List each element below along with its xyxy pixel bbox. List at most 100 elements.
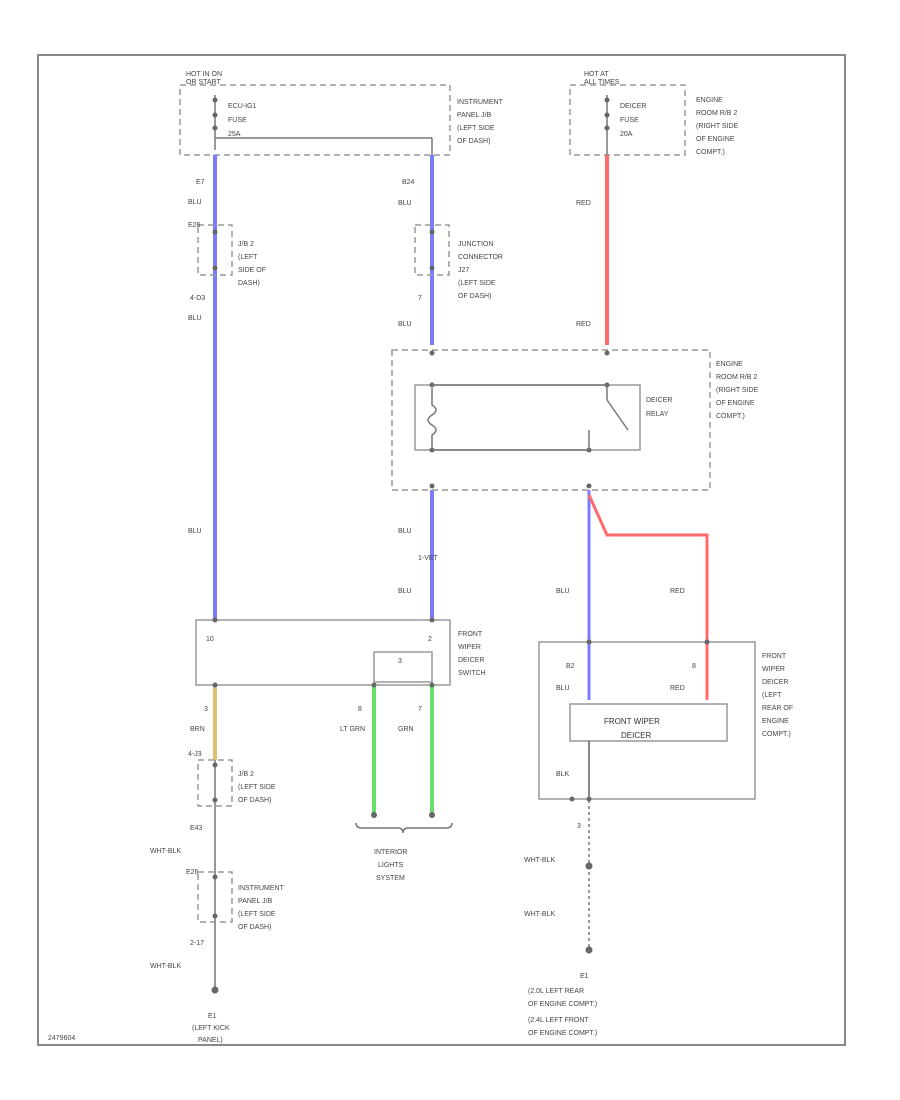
- svg-text:BLU: BLU: [398, 200, 412, 207]
- svg-text:RED: RED: [576, 200, 591, 207]
- jb2-top-connector: J/B 2 (LEFT SIDE OF DASH): [197, 224, 266, 287]
- svg-text:RED: RED: [670, 685, 685, 692]
- svg-text:PANEL): PANEL): [198, 1037, 223, 1044]
- instrument-panel-jb-bottom: INSTRUMENT PANEL J/B (LEFT SIDE OF DASH)…: [186, 869, 285, 931]
- svg-text:DEICER: DEICER: [620, 103, 646, 110]
- svg-text:10: 10: [206, 636, 214, 643]
- svg-text:RED: RED: [670, 588, 685, 595]
- svg-text:BLU: BLU: [398, 528, 412, 535]
- svg-text:FRONT WIPER: FRONT WIPER: [604, 717, 660, 726]
- svg-text:BLU: BLU: [556, 685, 570, 692]
- svg-text:SWITCH: SWITCH: [458, 670, 486, 677]
- svg-text:E43: E43: [190, 825, 203, 832]
- svg-text:7: 7: [418, 706, 422, 713]
- svg-text:2: 2: [428, 636, 432, 643]
- svg-text:3: 3: [204, 706, 208, 713]
- engine-room-rb2-fuse: HOT AT ALL TIMES DEICER FUSE 20A ENGINE …: [569, 71, 739, 156]
- svg-text:ROOM R/B 2: ROOM R/B 2: [716, 374, 757, 381]
- svg-text:(LEFT SIDE: (LEFT SIDE: [458, 280, 496, 287]
- svg-text:E7: E7: [196, 179, 205, 186]
- svg-text:COMPT.): COMPT.): [762, 731, 791, 738]
- svg-text:OF DASH): OF DASH): [238, 797, 271, 804]
- ground-right: E1 (2.0L LEFT REAR OF ENGINE COMPT.) (2.…: [528, 862, 597, 1037]
- junction-connector-j27: JUNCTION CONNECTOR J27 (LEFT SIDE OF DAS…: [414, 224, 503, 300]
- svg-text:(LEFT SIDE: (LEFT SIDE: [238, 784, 276, 791]
- svg-text:B2: B2: [566, 663, 575, 670]
- svg-text:FRONT: FRONT: [458, 631, 483, 638]
- svg-text:RELAY: RELAY: [646, 411, 669, 418]
- svg-text:8: 8: [692, 663, 696, 670]
- svg-text:INSTRUMENT: INSTRUMENT: [238, 885, 285, 892]
- deicer-relay-box: DEICER RELAY ENGINE ROOM R/B 2 (RIGHT SI…: [391, 349, 759, 491]
- svg-text:RED: RED: [576, 321, 591, 328]
- svg-text:E1: E1: [208, 1013, 217, 1020]
- svg-text:(LEFT: (LEFT: [238, 254, 258, 261]
- jb2-bottom-connector: J/B 2 (LEFT SIDE OF DASH): [197, 759, 276, 807]
- svg-text:GRN: GRN: [398, 726, 414, 733]
- svg-text:3: 3: [398, 658, 402, 665]
- svg-text:INTERIOR: INTERIOR: [374, 849, 407, 856]
- svg-text:DASH): DASH): [238, 280, 260, 287]
- svg-text:WHT-BLK: WHT-BLK: [150, 848, 181, 855]
- svg-text:(LEFT: (LEFT: [762, 692, 782, 699]
- instrument-panel-jb-top: HOT IN ON OR START ECU-IG1 FUSE 25A INST…: [179, 71, 504, 156]
- svg-text:WHT-BLK: WHT-BLK: [150, 963, 181, 970]
- svg-text:OF ENGINE COMPT.): OF ENGINE COMPT.): [528, 1030, 597, 1037]
- svg-text:(LEFT KICK: (LEFT KICK: [192, 1025, 230, 1032]
- svg-text:OF ENGINE COMPT.): OF ENGINE COMPT.): [528, 1001, 597, 1008]
- svg-text:WHT-BLK: WHT-BLK: [524, 911, 555, 918]
- svg-text:WHT-BLK: WHT-BLK: [524, 857, 555, 864]
- interior-lights-system: INTERIOR LIGHTS SYSTEM: [355, 812, 453, 882]
- svg-text:DEICER: DEICER: [646, 397, 672, 404]
- svg-text:SYSTEM: SYSTEM: [376, 875, 405, 882]
- svg-text:BLK: BLK: [556, 771, 570, 778]
- svg-text:COMPT.): COMPT.): [696, 149, 725, 156]
- svg-text:(LEFT SIDE: (LEFT SIDE: [457, 125, 495, 132]
- svg-text:J/B 2: J/B 2: [238, 241, 254, 248]
- svg-text:ENGINE: ENGINE: [762, 718, 789, 725]
- svg-text:PANEL J/B: PANEL J/B: [457, 112, 492, 119]
- svg-text:CONNECTOR: CONNECTOR: [458, 254, 503, 261]
- svg-text:BLU: BLU: [398, 588, 412, 595]
- svg-text:SIDE OF: SIDE OF: [238, 267, 266, 274]
- svg-text:ROOM R/B 2: ROOM R/B 2: [696, 110, 737, 117]
- footer-code: 2479604: [48, 1035, 75, 1042]
- svg-text:REAR OF: REAR OF: [762, 705, 793, 712]
- svg-text:BLU: BLU: [398, 321, 412, 328]
- svg-text:7: 7: [418, 295, 422, 302]
- svg-text:(2.4L LEFT FRONT: (2.4L LEFT FRONT: [528, 1017, 589, 1024]
- svg-text:OF ENGINE: OF ENGINE: [696, 136, 735, 143]
- svg-text:BLU: BLU: [188, 199, 202, 206]
- svg-text:OF DASH): OF DASH): [458, 293, 491, 300]
- svg-text:ECU-IG1: ECU-IG1: [228, 103, 257, 110]
- svg-text:DEICER: DEICER: [621, 731, 651, 740]
- svg-text:ENGINE: ENGINE: [716, 361, 743, 368]
- svg-text:DEICER: DEICER: [762, 679, 788, 686]
- svg-text:(RIGHT SIDE: (RIGHT SIDE: [716, 387, 759, 394]
- svg-text:FRONT: FRONT: [762, 653, 787, 660]
- svg-text:BLU: BLU: [188, 528, 202, 535]
- svg-text:BRN: BRN: [190, 726, 205, 733]
- svg-text:ALL TIMES: ALL TIMES: [584, 79, 620, 86]
- svg-text:HOT IN ON: HOT IN ON: [186, 71, 222, 78]
- wire-labels: E7 BLU E26 4-D3 BLU BLU B24 BLU 7 BLU BL…: [150, 179, 685, 970]
- svg-text:WIPER: WIPER: [458, 644, 481, 651]
- svg-text:LT GRN: LT GRN: [340, 726, 365, 733]
- svg-text:WIPER: WIPER: [762, 666, 785, 673]
- svg-text:J/B 2: J/B 2: [238, 771, 254, 778]
- svg-text:FUSE: FUSE: [228, 117, 247, 124]
- svg-text:BLU: BLU: [556, 588, 570, 595]
- wire-relay-red: [587, 494, 709, 700]
- svg-text:1-VET: 1-VET: [418, 555, 439, 562]
- svg-text:DEICER: DEICER: [458, 657, 484, 664]
- svg-text:LIGHTS: LIGHTS: [378, 862, 404, 869]
- svg-text:(RIGHT SIDE: (RIGHT SIDE: [696, 123, 739, 130]
- svg-text:B24: B24: [402, 179, 415, 186]
- svg-text:PANEL J/B: PANEL J/B: [238, 898, 273, 905]
- svg-text:OF DASH): OF DASH): [457, 138, 490, 145]
- svg-text:ENGINE: ENGINE: [696, 97, 723, 104]
- svg-text:E26: E26: [188, 222, 201, 229]
- svg-text:OR START: OR START: [186, 79, 221, 86]
- svg-text:3: 3: [577, 823, 581, 830]
